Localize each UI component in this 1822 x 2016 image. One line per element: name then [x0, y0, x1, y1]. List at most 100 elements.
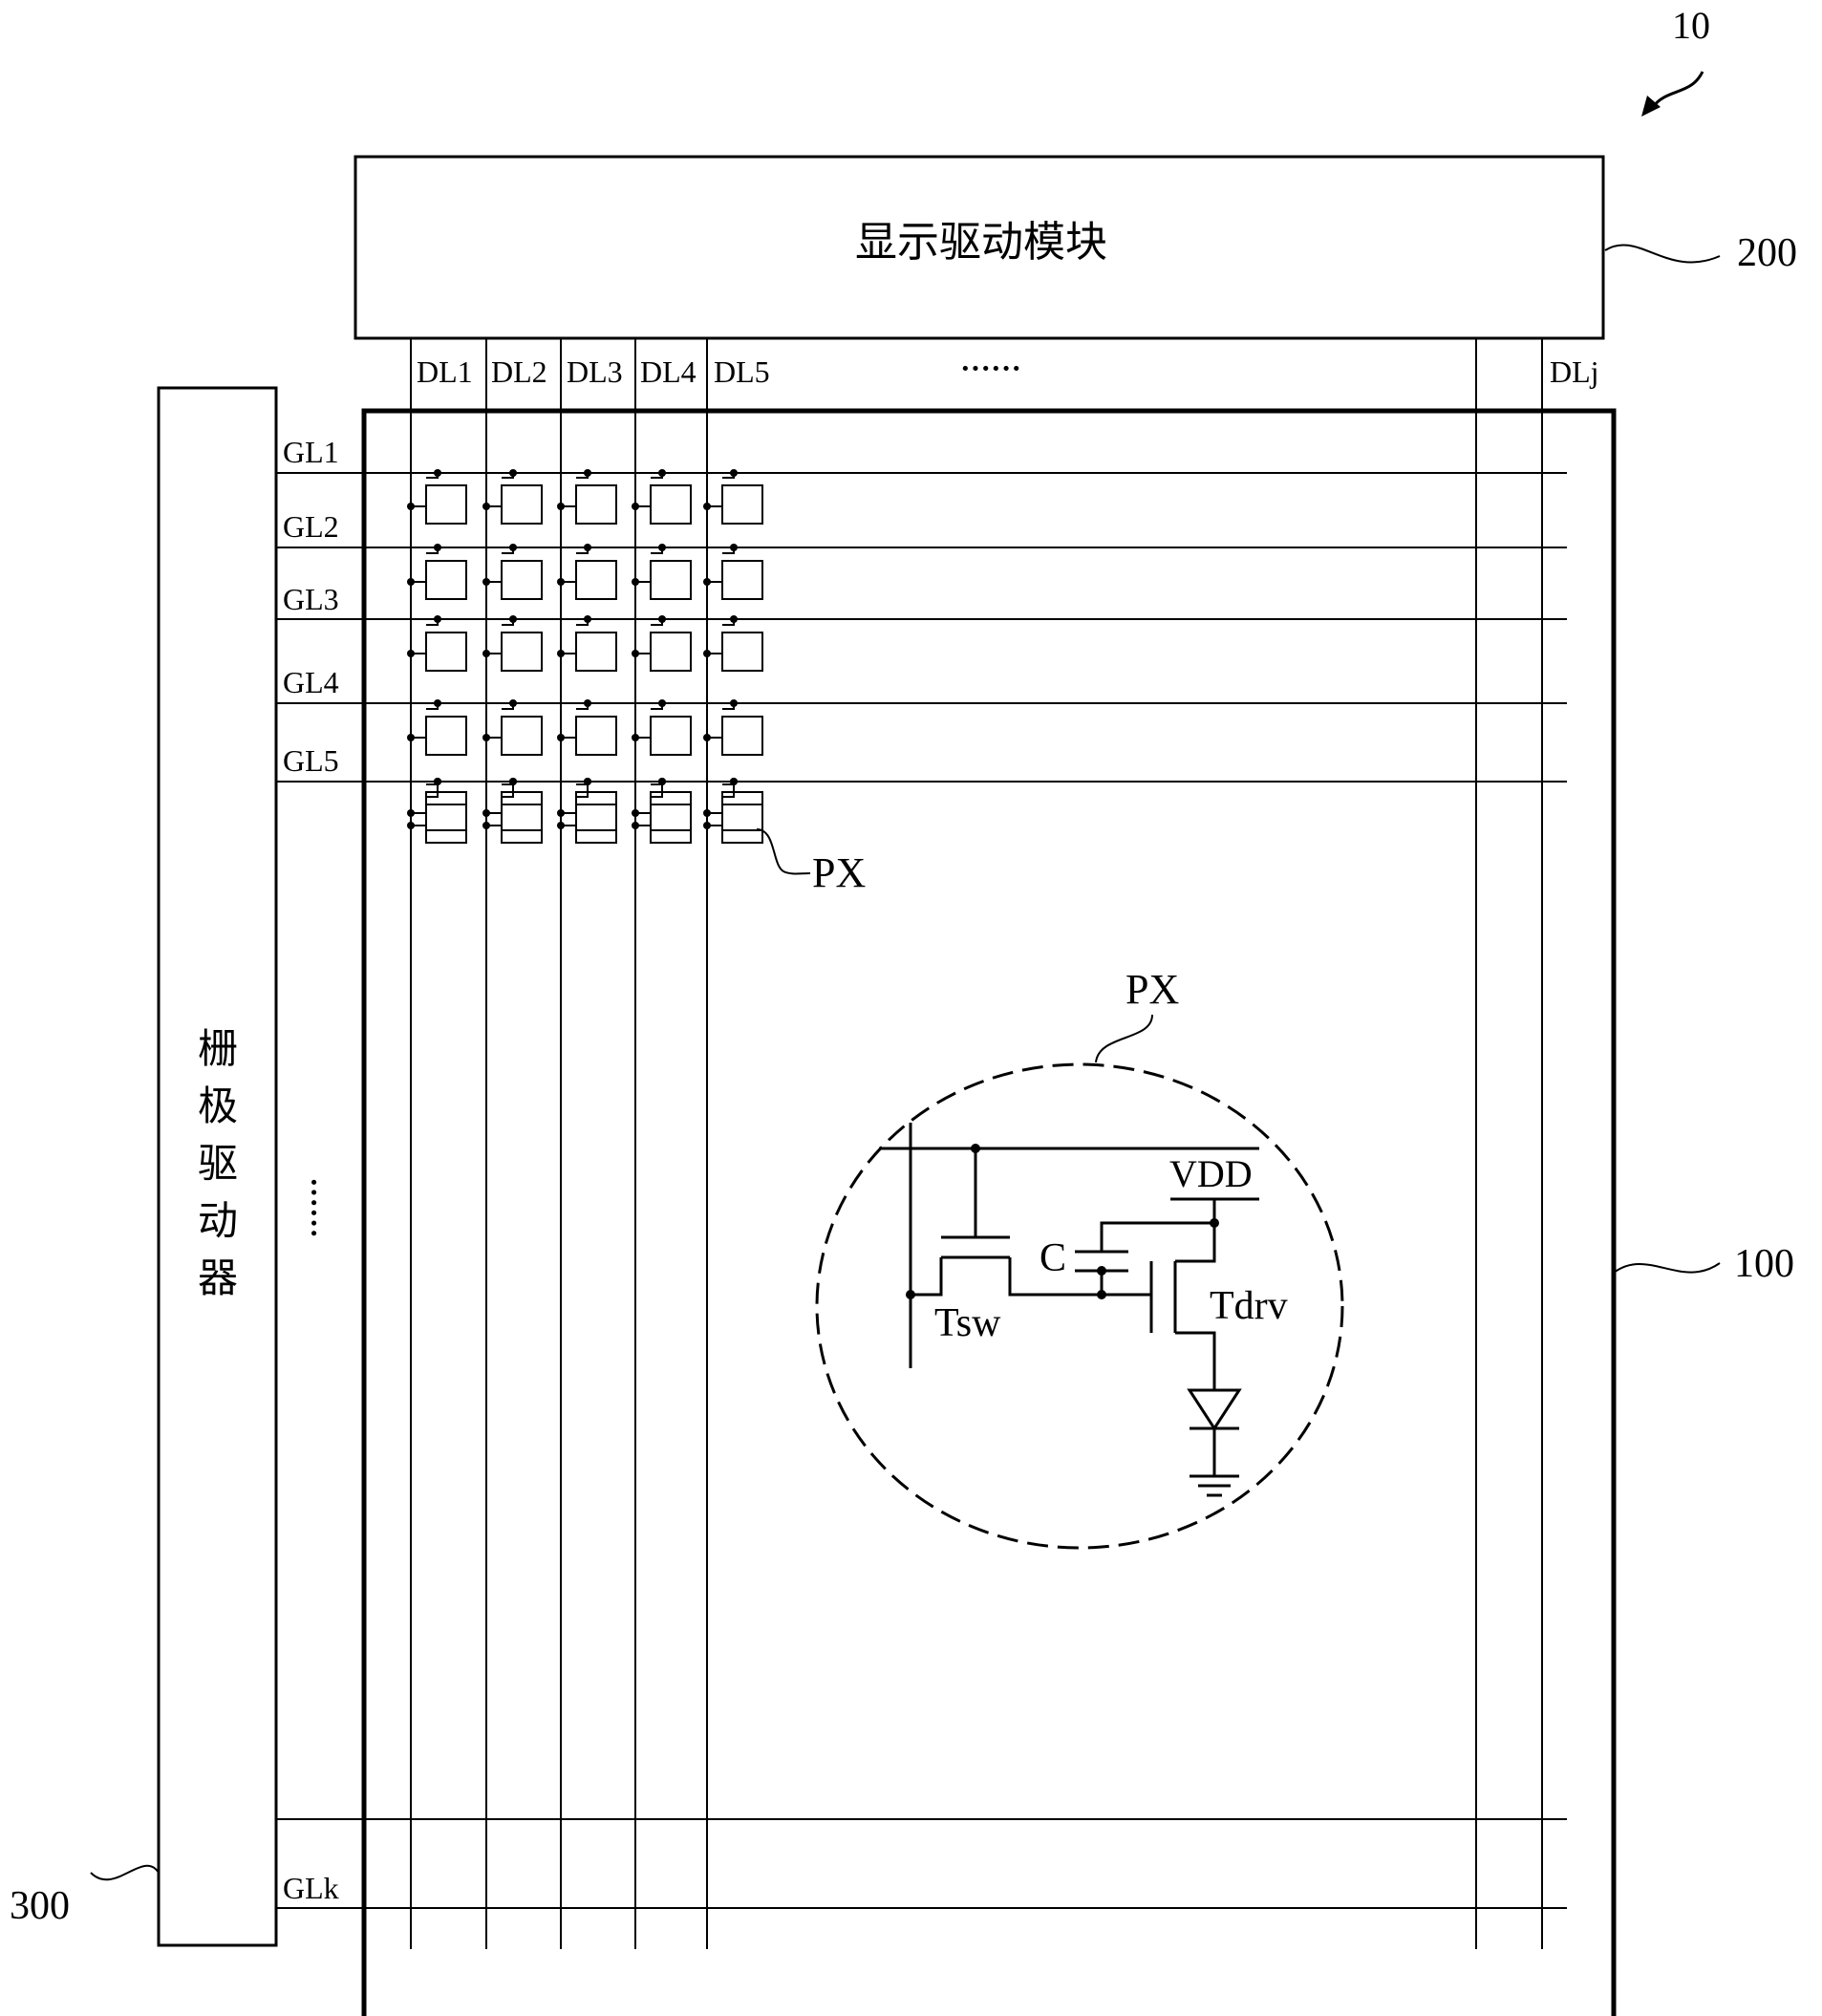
junction-dot [971, 1144, 980, 1153]
pixel-px [650, 560, 692, 600]
pixel-data-dot [482, 503, 490, 510]
junction-dot [1097, 1266, 1106, 1276]
pixel-px [575, 632, 617, 672]
gate-driver-label-1: 栅 [198, 1025, 238, 1072]
pixel-data-dot [482, 809, 490, 817]
tsw-drain [1008, 1257, 1102, 1297]
gate-line-label-gl2: GL2 [283, 509, 339, 544]
tsw-label: Tsw [934, 1301, 1001, 1345]
gate-line-label-gl3: GL3 [283, 582, 339, 616]
pixel-data-dot [407, 503, 415, 510]
pixel-data-dot [632, 809, 639, 817]
pixel-data-dot [407, 578, 415, 586]
pixel-gate-dot [658, 778, 666, 785]
pixel-px [650, 632, 692, 672]
pixel-data-dot [557, 809, 565, 817]
pixel-gate-dot [584, 699, 591, 707]
pixel-data-dot [557, 734, 565, 741]
pixel-px [650, 804, 692, 844]
ref-100-leader [1613, 1262, 1721, 1274]
pixel-gate-dot [730, 469, 738, 477]
px-detail-leader [1095, 1014, 1153, 1063]
gate-line-ellipsis: ······ [297, 1177, 332, 1238]
pixel-gate-dot [730, 544, 738, 551]
pixel-gate-dot [434, 699, 441, 707]
pixel-px [425, 804, 467, 844]
data-line-label-dl1: DL1 [417, 354, 473, 389]
pixel-gate-dot [584, 615, 591, 623]
pixel-data-dot [703, 734, 711, 741]
pixel-data-dot [482, 734, 490, 741]
pixel-gate-connection [722, 782, 735, 798]
pixel-px [501, 560, 543, 600]
ref-10-label: 10 [1672, 4, 1710, 47]
px-detail-label: PX [1125, 966, 1179, 1013]
display-panel-box [361, 408, 1617, 2016]
pixel-px [721, 484, 763, 525]
pixel-gate-dot [658, 544, 666, 551]
pixel-gate-dot [509, 699, 517, 707]
pixel-gate-dot [434, 778, 441, 785]
oled-diode [1187, 1388, 1242, 1431]
pixel-data-dot [703, 822, 711, 829]
pixel-data-dot [703, 503, 711, 510]
display-driver-label: 显示驱动模块 [855, 218, 1107, 267]
pixel-px [650, 716, 692, 756]
pixel-gate-dot [658, 699, 666, 707]
pixel-px [721, 716, 763, 756]
pixel-gate-dot [730, 615, 738, 623]
pixel-px [721, 804, 763, 844]
pixel-data-dot [703, 650, 711, 657]
pixel-px [425, 560, 467, 600]
capacitor-label: C [1040, 1236, 1066, 1280]
pixel-gate-dot [730, 699, 738, 707]
pixel-px [501, 716, 543, 756]
tdrv-drain [1175, 1199, 1216, 1263]
pixel-data-dot [482, 822, 490, 829]
pixel-px [575, 560, 617, 600]
pixel-px [721, 632, 763, 672]
pixel-data-dot [632, 734, 639, 741]
vdd-label: VDD [1169, 1152, 1253, 1195]
pixel-gate-dot [730, 778, 738, 785]
pixel-px [501, 484, 543, 525]
pixel-data-dot [632, 503, 639, 510]
junction-dot [1210, 1218, 1219, 1228]
gate-driver-label-3: 驱 [198, 1140, 238, 1187]
pixel-data-dot [482, 578, 490, 586]
pixel-px [575, 484, 617, 525]
pixel-px [425, 632, 467, 672]
pixel-gate-dot [509, 544, 517, 551]
pixel-gate-dot [584, 469, 591, 477]
data-line-label-dl5: DL5 [714, 354, 770, 389]
data-line-ellipsis: ······ [960, 351, 1021, 385]
pixel-gate-dot [434, 469, 441, 477]
tdrv-source [1175, 1331, 1216, 1390]
pixel-data-dot [703, 809, 711, 817]
gate-line-label-glk: GLk [283, 1871, 339, 1905]
gate-line-label-gl4: GL4 [283, 665, 339, 699]
ref-200-leader [1604, 244, 1721, 264]
pixel-gate-connection [426, 782, 439, 798]
pixel-px [425, 484, 467, 525]
tdrv-label: Tdrv [1210, 1284, 1288, 1328]
gate-line-label-gl5: GL5 [283, 743, 339, 778]
pixel-data-dot [557, 578, 565, 586]
pixel-data-dot [557, 650, 565, 657]
data-line-label-dlj: DLj [1550, 354, 1599, 389]
ref-300-leader [90, 1864, 160, 1881]
pixel-gate-dot [509, 469, 517, 477]
pixel-data-dot [482, 650, 490, 657]
ref-200-label: 200 [1737, 231, 1797, 275]
pixel-circuit-boundary [815, 1062, 1344, 1550]
ref-10-arrowhead [1641, 96, 1661, 117]
cap-lead-top [1100, 1221, 1214, 1252]
pixel-px [575, 804, 617, 844]
display-driver-box [354, 155, 1605, 340]
pixel-data-dot [557, 503, 565, 510]
data-line-label-dl4: DL4 [640, 354, 697, 389]
pixel-data-dot [632, 578, 639, 586]
ref-10-arrow [1651, 71, 1704, 108]
pixel-px [425, 716, 467, 756]
